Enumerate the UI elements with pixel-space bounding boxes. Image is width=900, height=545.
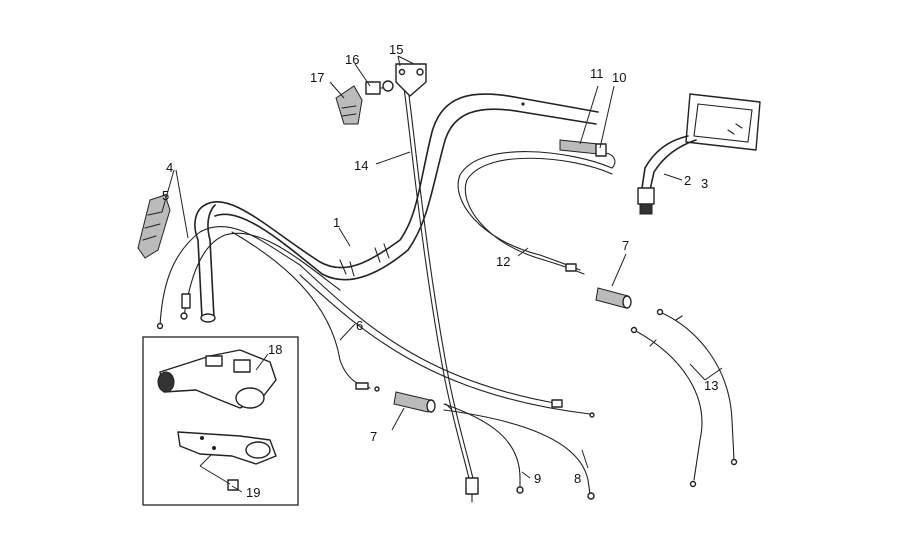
callout-labels: 1 2 3 4 5 6 7 7 8 9 10 11 12 13 14 15 16… bbox=[162, 42, 718, 500]
left-grip bbox=[137, 194, 171, 259]
handlebar bbox=[194, 93, 599, 323]
fitting-15-17 bbox=[335, 63, 427, 125]
callout-5: 5 bbox=[162, 188, 169, 203]
callout-14: 14 bbox=[354, 158, 368, 173]
cable-6 bbox=[231, 231, 380, 392]
grip-7-centre bbox=[393, 391, 436, 413]
callout-11: 11 bbox=[590, 66, 604, 81]
callout-19: 19 bbox=[246, 485, 260, 500]
callout-9: 9 bbox=[534, 471, 541, 486]
callout-6: 6 bbox=[356, 318, 363, 333]
mirror bbox=[637, 93, 761, 215]
callout-2: 2 bbox=[684, 173, 691, 188]
cable-12 bbox=[457, 151, 616, 275]
left-cables bbox=[156, 226, 595, 418]
cable-14 bbox=[403, 87, 479, 503]
cable-13 bbox=[630, 308, 738, 488]
callout-7a: 7 bbox=[622, 238, 629, 253]
callout-12: 12 bbox=[496, 254, 510, 269]
grip-7-right bbox=[595, 287, 632, 309]
leader-lines bbox=[161, 55, 723, 493]
callout-10: 10 bbox=[612, 70, 626, 85]
callout-1: 1 bbox=[333, 215, 340, 230]
callout-18: 18 bbox=[268, 342, 282, 357]
callout-16: 16 bbox=[345, 52, 359, 67]
callout-13: 13 bbox=[704, 378, 718, 393]
callout-17: 17 bbox=[310, 70, 324, 85]
callout-15: 15 bbox=[389, 42, 403, 57]
callout-8: 8 bbox=[574, 471, 581, 486]
callout-4: 4 bbox=[166, 160, 173, 175]
switch-10-11 bbox=[559, 139, 607, 157]
callout-7b: 7 bbox=[370, 429, 377, 444]
inset-box bbox=[142, 336, 299, 506]
cables-8-9 bbox=[443, 403, 595, 500]
callout-3: 3 bbox=[701, 176, 708, 191]
